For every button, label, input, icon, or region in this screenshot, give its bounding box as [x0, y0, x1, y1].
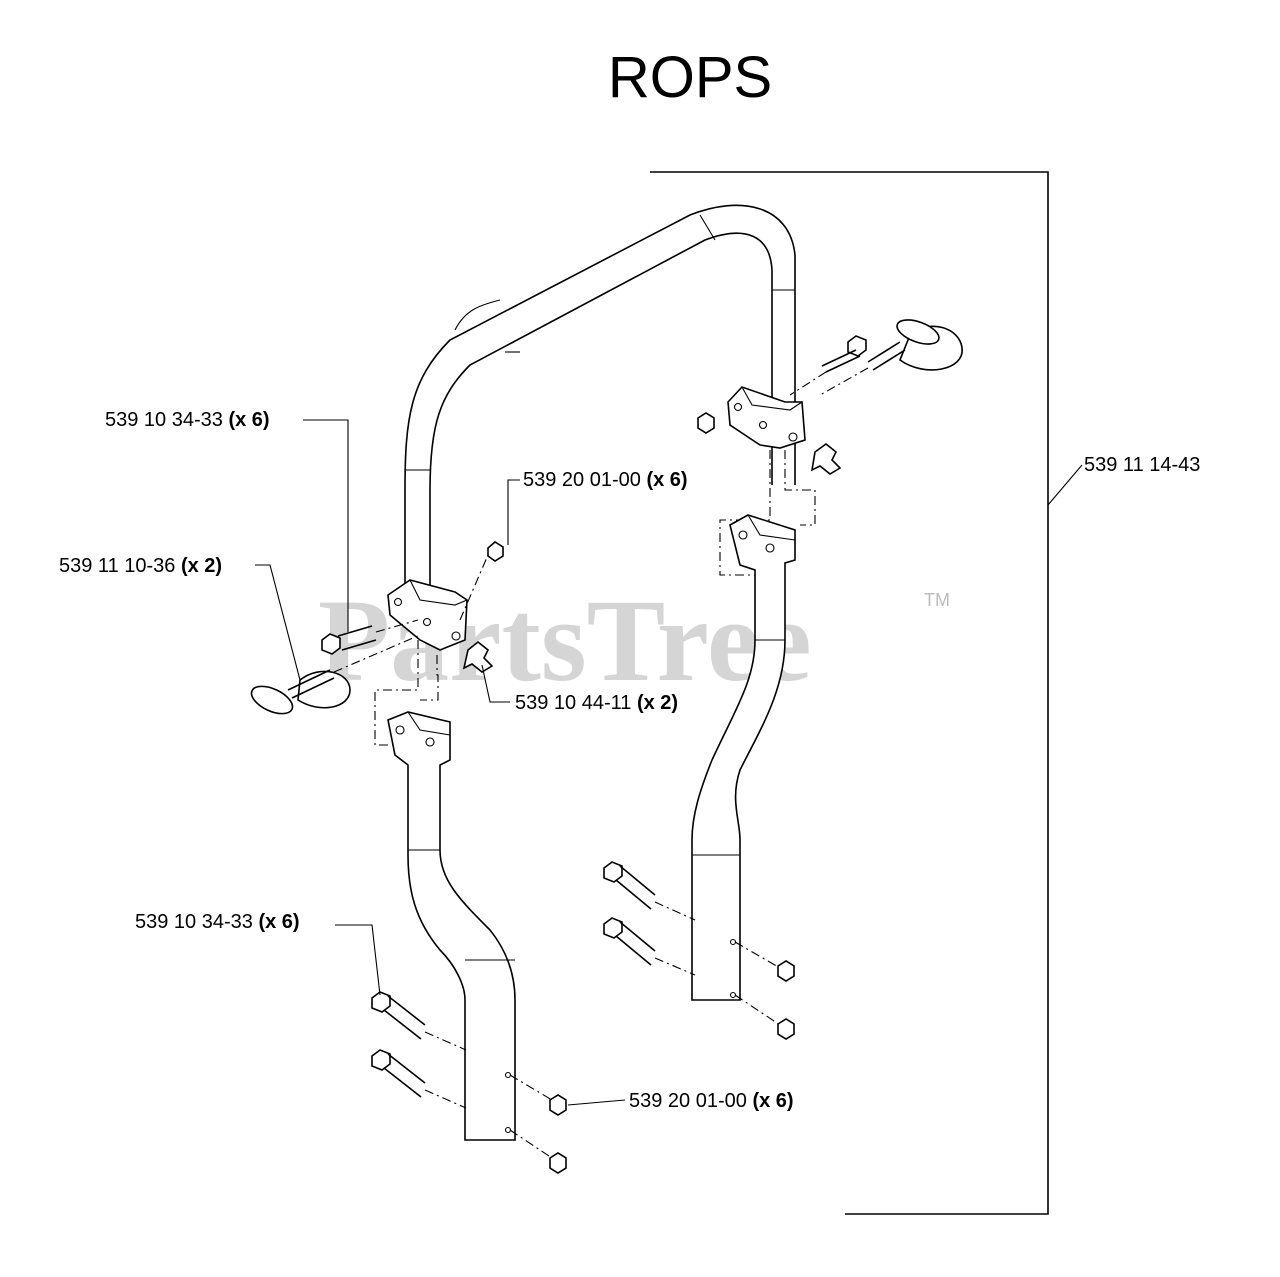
- leader-lines: [255, 419, 1083, 1106]
- lower-right-nuts: [734, 941, 795, 1040]
- upper-left-bolt: [321, 619, 419, 655]
- left-hitch-pin: [250, 634, 421, 715]
- lower-right-bolt-1: [603, 861, 696, 921]
- callout-knobs: 539 10 44-11 (x 2): [515, 692, 678, 714]
- lower-left-bolt-1: [371, 991, 467, 1051]
- callout-hitch-pins: 539 11 10-36 (x 2): [59, 555, 222, 577]
- upper-left-nut-leader: [459, 554, 489, 621]
- page-title: ROPS: [608, 45, 772, 110]
- upper-right-nut: [697, 412, 715, 434]
- upper-right-bracket: [727, 386, 806, 449]
- upper-right-bolt: [789, 335, 867, 396]
- assembly-bracket: [650, 171, 1049, 1215]
- callout-lower-nuts: 539 20 01-00 (x 6): [629, 1090, 794, 1112]
- upper-hoop: [404, 204, 796, 605]
- callout-upper-left-bolts: 539 10 34-33 (x 6): [105, 409, 270, 431]
- upper-right-hitch-pin: [819, 319, 963, 396]
- lower-left-nuts: [509, 1074, 567, 1174]
- lower-right-bolt-2: [603, 917, 696, 976]
- callout-upper-nuts: 539 20 01-00 (x 6): [523, 469, 688, 491]
- lower-right-leg: [691, 514, 796, 1001]
- right-alignment-lines: [719, 450, 816, 576]
- upper-right-knob: [810, 442, 842, 475]
- left-alignment-lines: [374, 640, 439, 746]
- left-knob: [462, 640, 494, 673]
- upper-left-nut: [487, 541, 504, 562]
- callout-lower-left-bolts: 539 10 34-33 (x 6): [135, 911, 300, 933]
- callout-rops-assembly: 539 11 14-43: [1084, 454, 1200, 476]
- lower-left-leg: [387, 711, 516, 1141]
- upper-left-bracket: [387, 579, 468, 651]
- lower-left-bolt-2: [371, 1049, 467, 1109]
- watermark-trademark: TM: [924, 590, 950, 610]
